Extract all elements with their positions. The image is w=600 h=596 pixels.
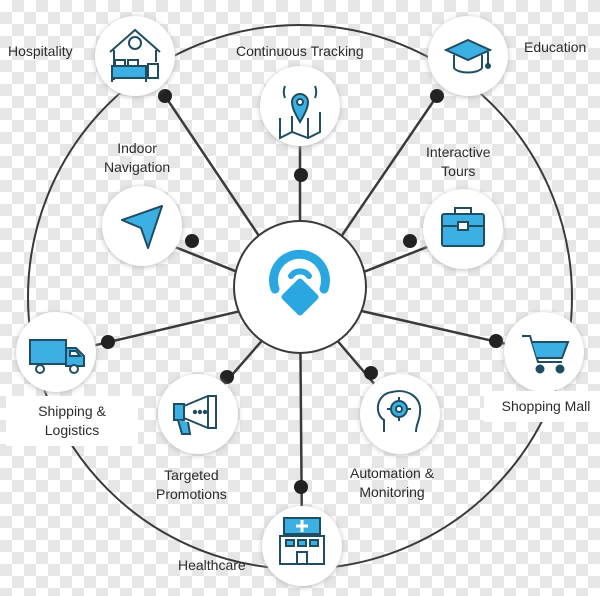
- junction-dot: [294, 168, 308, 182]
- junction-dot: [403, 234, 417, 248]
- label-line: Promotions: [156, 486, 227, 502]
- label-line: Education: [524, 39, 587, 55]
- label-line: Shipping &: [38, 403, 106, 419]
- junction-dot: [220, 370, 234, 384]
- shopping-cart-icon: [522, 335, 570, 374]
- label-line: Navigation: [104, 159, 171, 175]
- node-circle-hospitality: [95, 16, 175, 96]
- label-line: Indoor: [117, 140, 157, 156]
- junction-dots: [101, 89, 503, 494]
- map-pin-icon: [279, 85, 321, 140]
- junction-dot: [489, 334, 503, 348]
- junction-dot: [364, 366, 378, 380]
- hospital-icon: [279, 517, 325, 565]
- label-education: Education: [524, 38, 586, 57]
- label-healthcare: Healthcare: [178, 556, 246, 575]
- brain-gear-icon: [376, 390, 422, 433]
- label-line: Monitoring: [359, 484, 425, 500]
- label-line: Tours: [441, 163, 476, 179]
- label-indoor-navigation: Indoor Navigation: [104, 139, 170, 177]
- label-hospitality: Hospitality: [8, 42, 73, 61]
- navigation-arrow-icon: [121, 205, 163, 249]
- junction-dot: [101, 335, 115, 349]
- beacon-signal-icon: [269, 249, 330, 316]
- label-line: Automation &: [350, 465, 435, 481]
- label-line: Interactive: [426, 144, 491, 160]
- junction-dot: [430, 89, 444, 103]
- label-shopping-mall: Shopping Mall: [484, 391, 600, 422]
- label-line: Hospitality: [8, 43, 73, 59]
- label-line: Targeted: [164, 467, 219, 483]
- label-targeted-promotions: Targeted Promotions: [156, 466, 227, 504]
- hotel-bed-icon: [109, 28, 161, 82]
- graduation-cap-icon: [443, 38, 493, 74]
- label-line: Healthcare: [178, 557, 246, 573]
- label-automation-monitoring: Automation & Monitoring: [350, 464, 434, 502]
- label-continuous-tracking: Continuous Tracking: [236, 42, 364, 61]
- delivery-truck-icon: [29, 339, 85, 374]
- label-line: Shopping Mall: [501, 398, 591, 414]
- label-line: Continuous Tracking: [236, 43, 364, 59]
- hub: [233, 220, 367, 354]
- megaphone-icon: [173, 395, 217, 435]
- briefcase-icon: [441, 207, 485, 247]
- label-shipping-logistics: Shipping & Logistics: [6, 396, 138, 446]
- junction-dot: [294, 480, 308, 494]
- junction-dot: [158, 89, 172, 103]
- label-line: Logistics: [44, 422, 100, 438]
- label-interactive-tours: Interactive Tours: [426, 143, 491, 181]
- junction-dot: [185, 234, 199, 248]
